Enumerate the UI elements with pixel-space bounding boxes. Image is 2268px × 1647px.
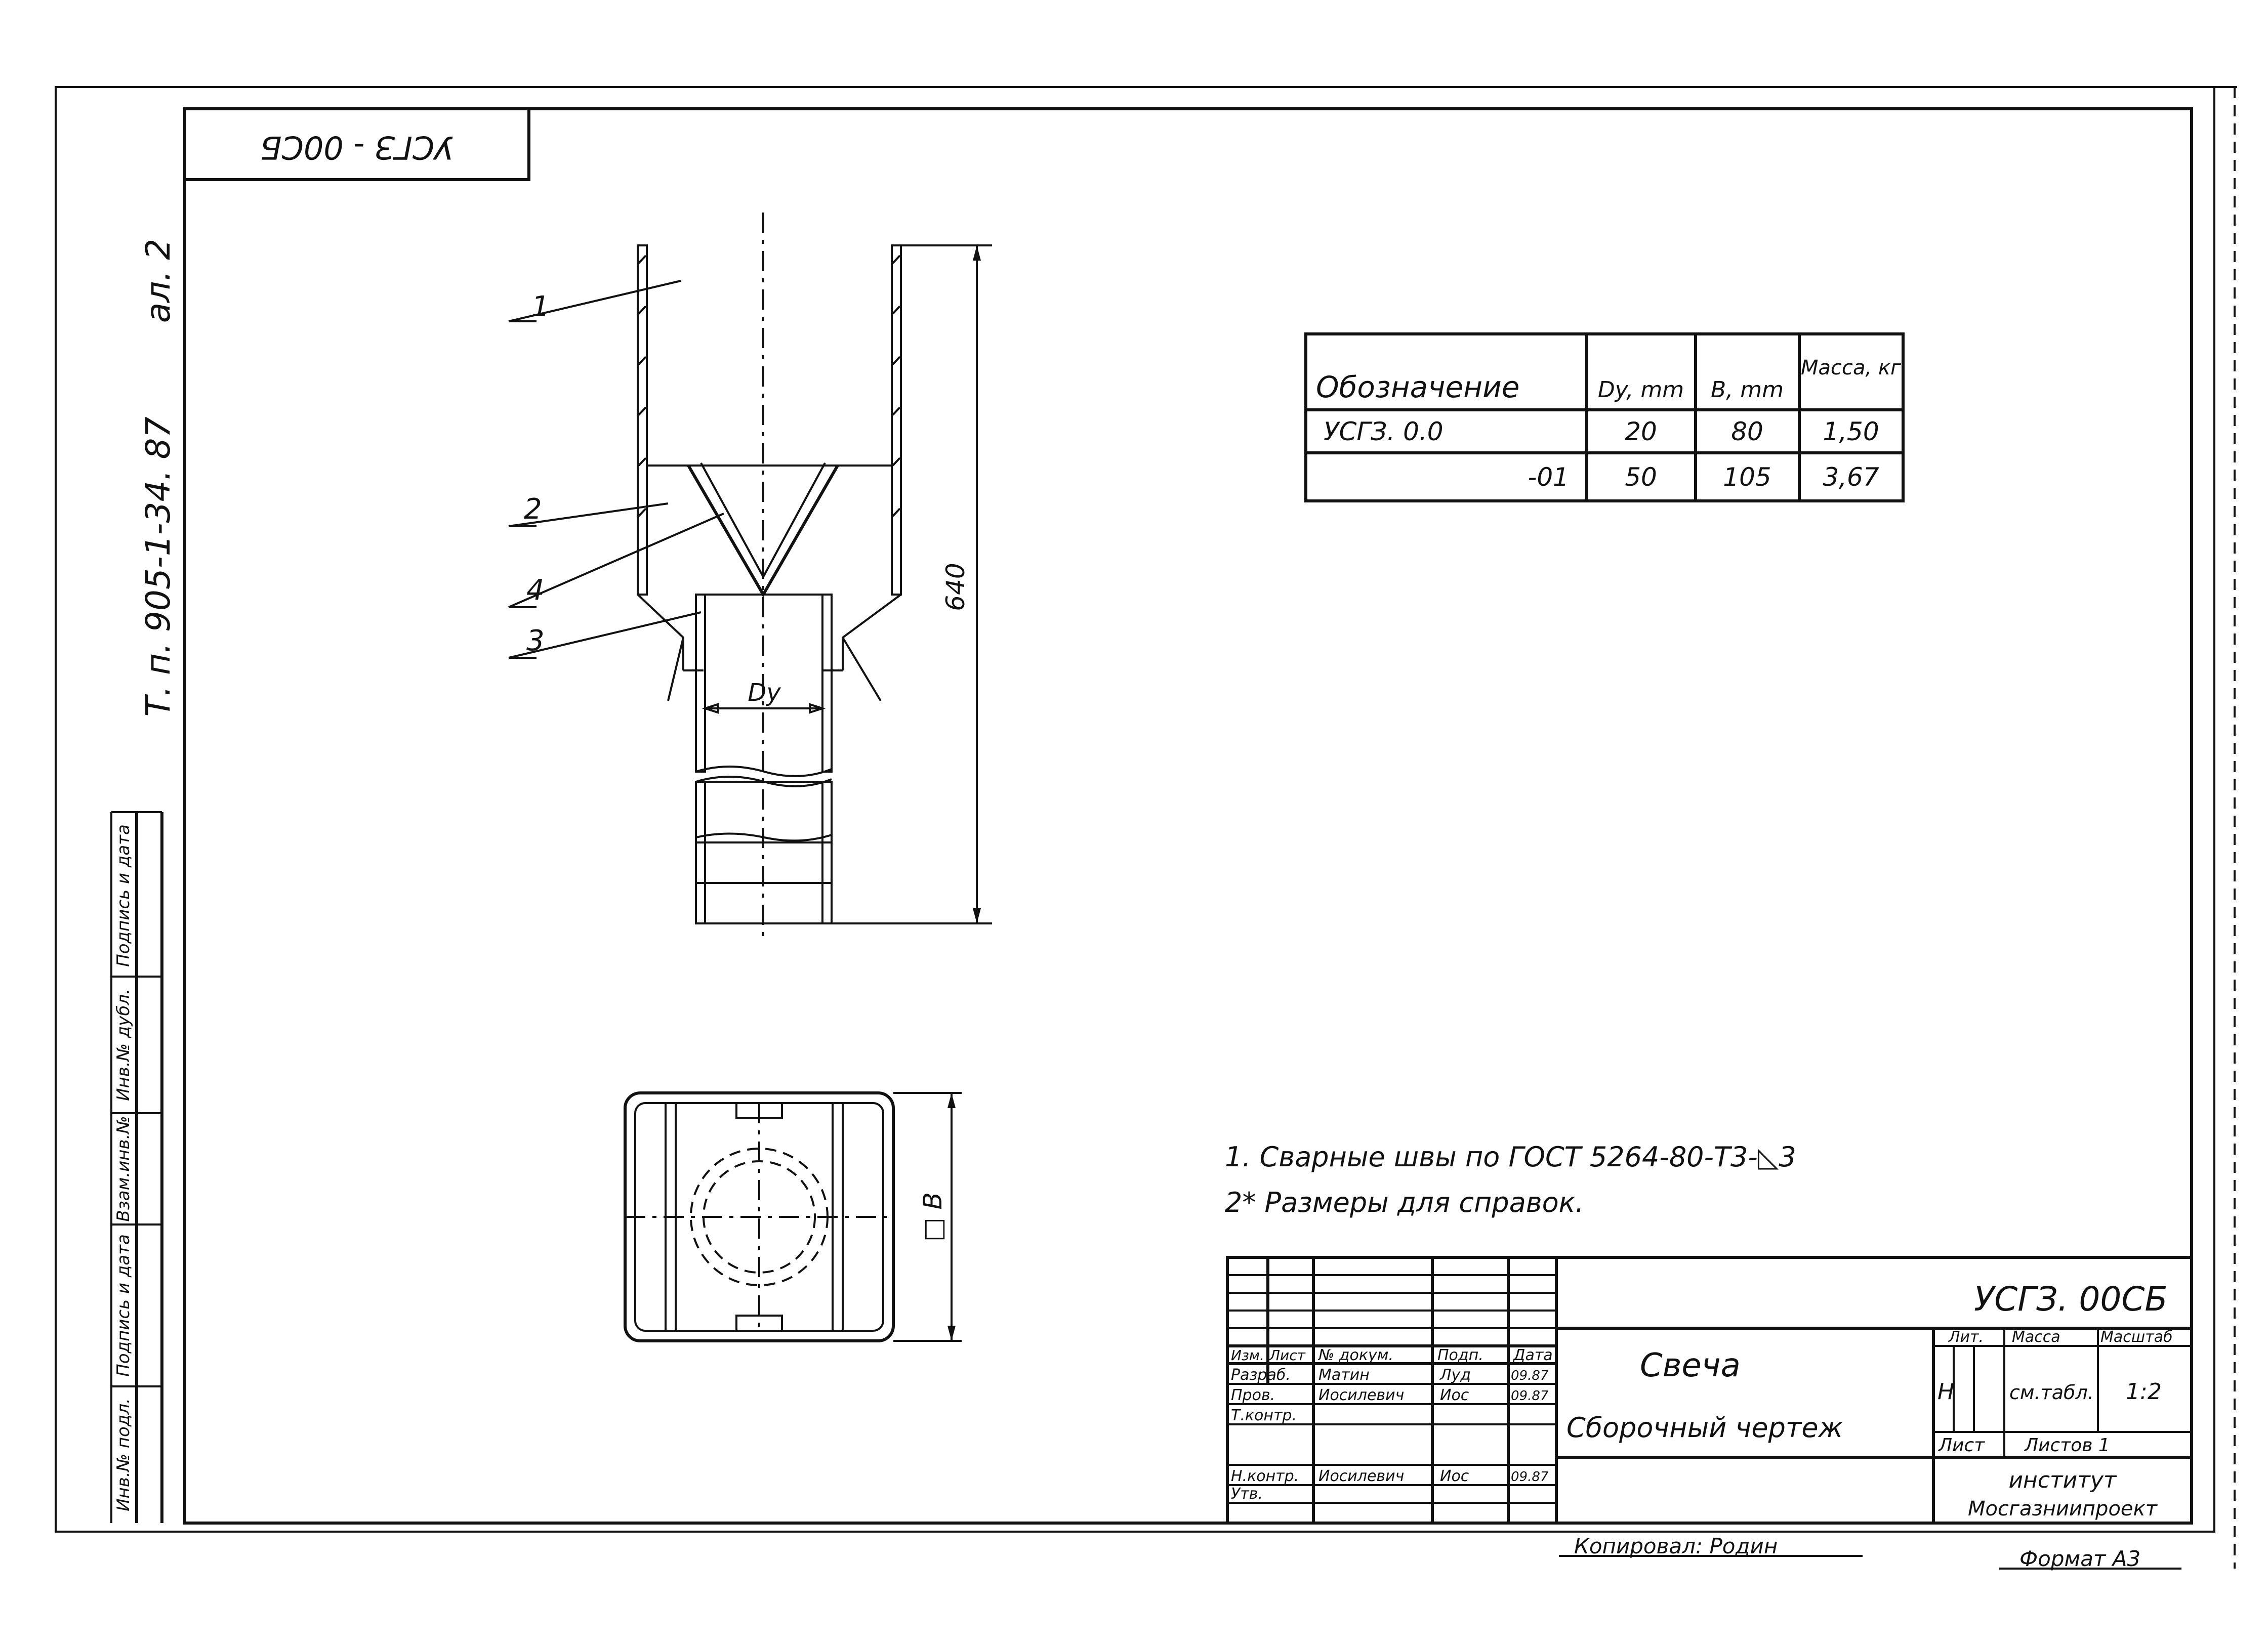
rotated-code-box bbox=[183, 107, 530, 181]
tb-head-izm: Изм. bbox=[1231, 1347, 1264, 1364]
side-col-replace-inv: Взам.инв.№ bbox=[113, 1116, 134, 1221]
tb-date-develop: 09.87 bbox=[1511, 1368, 1549, 1383]
break-line-1 bbox=[695, 766, 832, 777]
tb-mass-value: см.табл. bbox=[2009, 1381, 2094, 1404]
dim-dy-label: Dy bbox=[748, 679, 781, 707]
side-stamp: Инв.№ подл. Подпись и дата Взам.инв.№ Ин… bbox=[110, 811, 163, 1523]
tb-lit-value: Н bbox=[1937, 1379, 1954, 1405]
tb-date-ncontrol: 09.87 bbox=[1511, 1469, 1549, 1485]
side-album-number: ал. 2 bbox=[139, 239, 178, 323]
tb-role-approve: Утв. bbox=[1231, 1485, 1263, 1503]
dim-height-label: 640 bbox=[941, 563, 970, 611]
lower-pipe bbox=[695, 781, 833, 924]
tb-sign-ncontrol: Иос bbox=[1440, 1467, 1469, 1485]
bevel-left bbox=[637, 594, 684, 670]
tb-scale-value: 1:2 bbox=[2126, 1379, 2162, 1405]
spec-row1-b: 80 bbox=[1731, 417, 1763, 446]
tb-head-sign: Подп. bbox=[1437, 1346, 1483, 1364]
spec-header-b: B, mm bbox=[1711, 377, 1784, 403]
spec-row1-mass: 1,50 bbox=[1823, 417, 1879, 446]
tb-mass-header: Масса bbox=[2012, 1328, 2060, 1346]
spec-header-mass: Масса, кг bbox=[1801, 356, 1902, 379]
side-col-inv: Инв.№ подл. bbox=[113, 1398, 134, 1511]
cone-inner bbox=[700, 462, 826, 579]
pipe-wall-left bbox=[695, 594, 706, 773]
tb-role-check: Пров. bbox=[1231, 1386, 1275, 1404]
tb-code: УСГЗ. 00СБ bbox=[1974, 1280, 2168, 1319]
spec-row2-mass: 3,67 bbox=[1823, 462, 1879, 492]
tb-role-tcontrol: Т.контр. bbox=[1231, 1407, 1297, 1424]
spec-header-designation: Обозначение bbox=[1316, 370, 1519, 404]
spec-header-dy: Dy, mm bbox=[1598, 377, 1684, 403]
tb-name-develop: Матин bbox=[1318, 1366, 1370, 1384]
spec-row1-designation: УСГЗ. 0.0 bbox=[1324, 417, 1444, 446]
tb-scale-header: Масштаб bbox=[2100, 1328, 2173, 1346]
tb-name: Свеча bbox=[1640, 1347, 1741, 1384]
note-1: 1. Сварные швы по ГОСТ 5264-80-Т3-◺3 bbox=[1225, 1141, 1796, 1173]
spec-row2-dy: 50 bbox=[1625, 462, 1657, 492]
spec-table: Обозначение Dy, mm B, mm Масса, кг УСГЗ.… bbox=[1304, 332, 1905, 502]
top-view: □ B bbox=[624, 1091, 962, 1342]
spec-row2-designation: -01 bbox=[1528, 462, 1569, 492]
side-project-number: Т. п. 905-1-34. 87 bbox=[139, 417, 178, 717]
tb-sign-check: Иос bbox=[1440, 1386, 1469, 1404]
tb-head-doc: № докум. bbox=[1317, 1346, 1393, 1364]
spec-row2-b: 105 bbox=[1723, 462, 1771, 492]
callout-3: 3 bbox=[526, 624, 545, 657]
callout-1: 1 bbox=[531, 290, 550, 323]
body-wall-right bbox=[891, 244, 902, 596]
tb-lit-header: Лит. bbox=[1948, 1328, 1984, 1346]
tb-role-ncontrol: Н.контр. bbox=[1231, 1467, 1299, 1485]
tb-sign-develop: Луд bbox=[1439, 1366, 1471, 1384]
tb-sheets-label: Листов 1 bbox=[2024, 1435, 2110, 1456]
dim-b-label: □ B bbox=[918, 1192, 947, 1241]
body-wall-left bbox=[637, 244, 648, 596]
front-view: Dy 640 1 2 4 3 bbox=[508, 213, 992, 941]
sheet-format: Формат А3 bbox=[2019, 1546, 2140, 1571]
rotated-code: УСГЗ - 00СБ bbox=[260, 129, 453, 166]
tb-org-line2: Мосгазниипроект bbox=[1968, 1497, 2158, 1521]
tb-name-ncontrol: Иосилевич bbox=[1318, 1467, 1404, 1485]
tb-name-check: Иосилевич bbox=[1318, 1386, 1404, 1404]
tb-head-list: Лист bbox=[1269, 1347, 1306, 1364]
bevel-right bbox=[842, 594, 902, 670]
side-col-dup-inv: Инв.№ дубл. bbox=[113, 989, 134, 1101]
outer-frame bbox=[55, 86, 2215, 1533]
inner-frame bbox=[183, 107, 2193, 1525]
tb-role-develop: Разраб. bbox=[1231, 1366, 1291, 1384]
callout-2: 2 bbox=[524, 493, 542, 526]
tb-head-date: Дата bbox=[1512, 1346, 1553, 1364]
tb-sheet-label: Лист bbox=[1937, 1435, 1985, 1456]
title-block: Изм. Лист № докум. Подп. Дата Разраб. Ма… bbox=[1226, 1256, 2193, 1525]
callout-4: 4 bbox=[526, 574, 545, 607]
note-2: 2* Размеры для справок. bbox=[1225, 1187, 1584, 1218]
side-col-sign-date-2: Подпись и дата bbox=[113, 824, 134, 967]
spec-row1-dy: 20 bbox=[1625, 417, 1657, 446]
tb-date-check: 09.87 bbox=[1511, 1388, 1549, 1404]
tb-org-line1: институт bbox=[2008, 1467, 2117, 1493]
pipe-wall-right bbox=[821, 594, 833, 773]
side-col-sign-date-1: Подпись и дата bbox=[113, 1234, 134, 1377]
tb-doc-type: Сборочный чертеж bbox=[1566, 1412, 1843, 1444]
copied-by: Копировал: Родин bbox=[1574, 1534, 1778, 1558]
